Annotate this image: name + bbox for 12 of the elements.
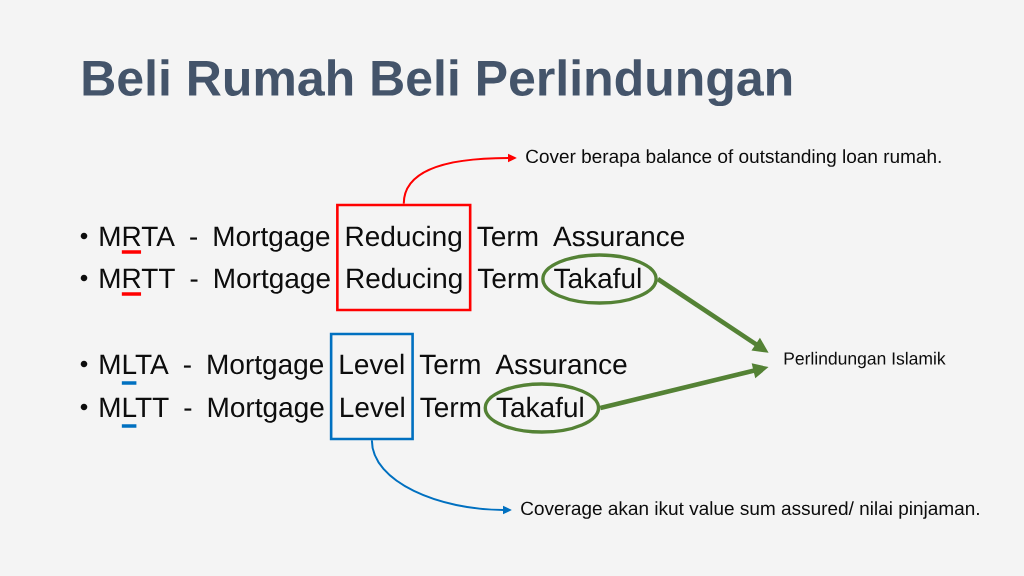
highlight-box [329,332,414,441]
highlight-ellipse [541,253,658,305]
title: Beli Rumah Beli Perlindungan [83,59,792,107]
bullet-text: MLTT - Mortgage Level Term Takaful [100,396,583,423]
bullet-text: MRTA - Mortgage Reducing Term Assurance [100,225,685,252]
highlight-box [336,203,472,312]
annotation-text: Cover berapa balance of outstanding loan rumah. [526,149,941,167]
annotation-text: Coverage akan ikut value sum assured/ nilai pinjaman. [521,501,979,519]
bullet-text: MLTA - Mortgage Level Term Assurance [100,353,627,380]
annotation-text: Perlindungan Islamik [784,351,946,369]
highlight-ellipse [483,382,601,434]
bullet-text: MRTT - Mortgage Reducing Term Takaful [100,267,641,294]
